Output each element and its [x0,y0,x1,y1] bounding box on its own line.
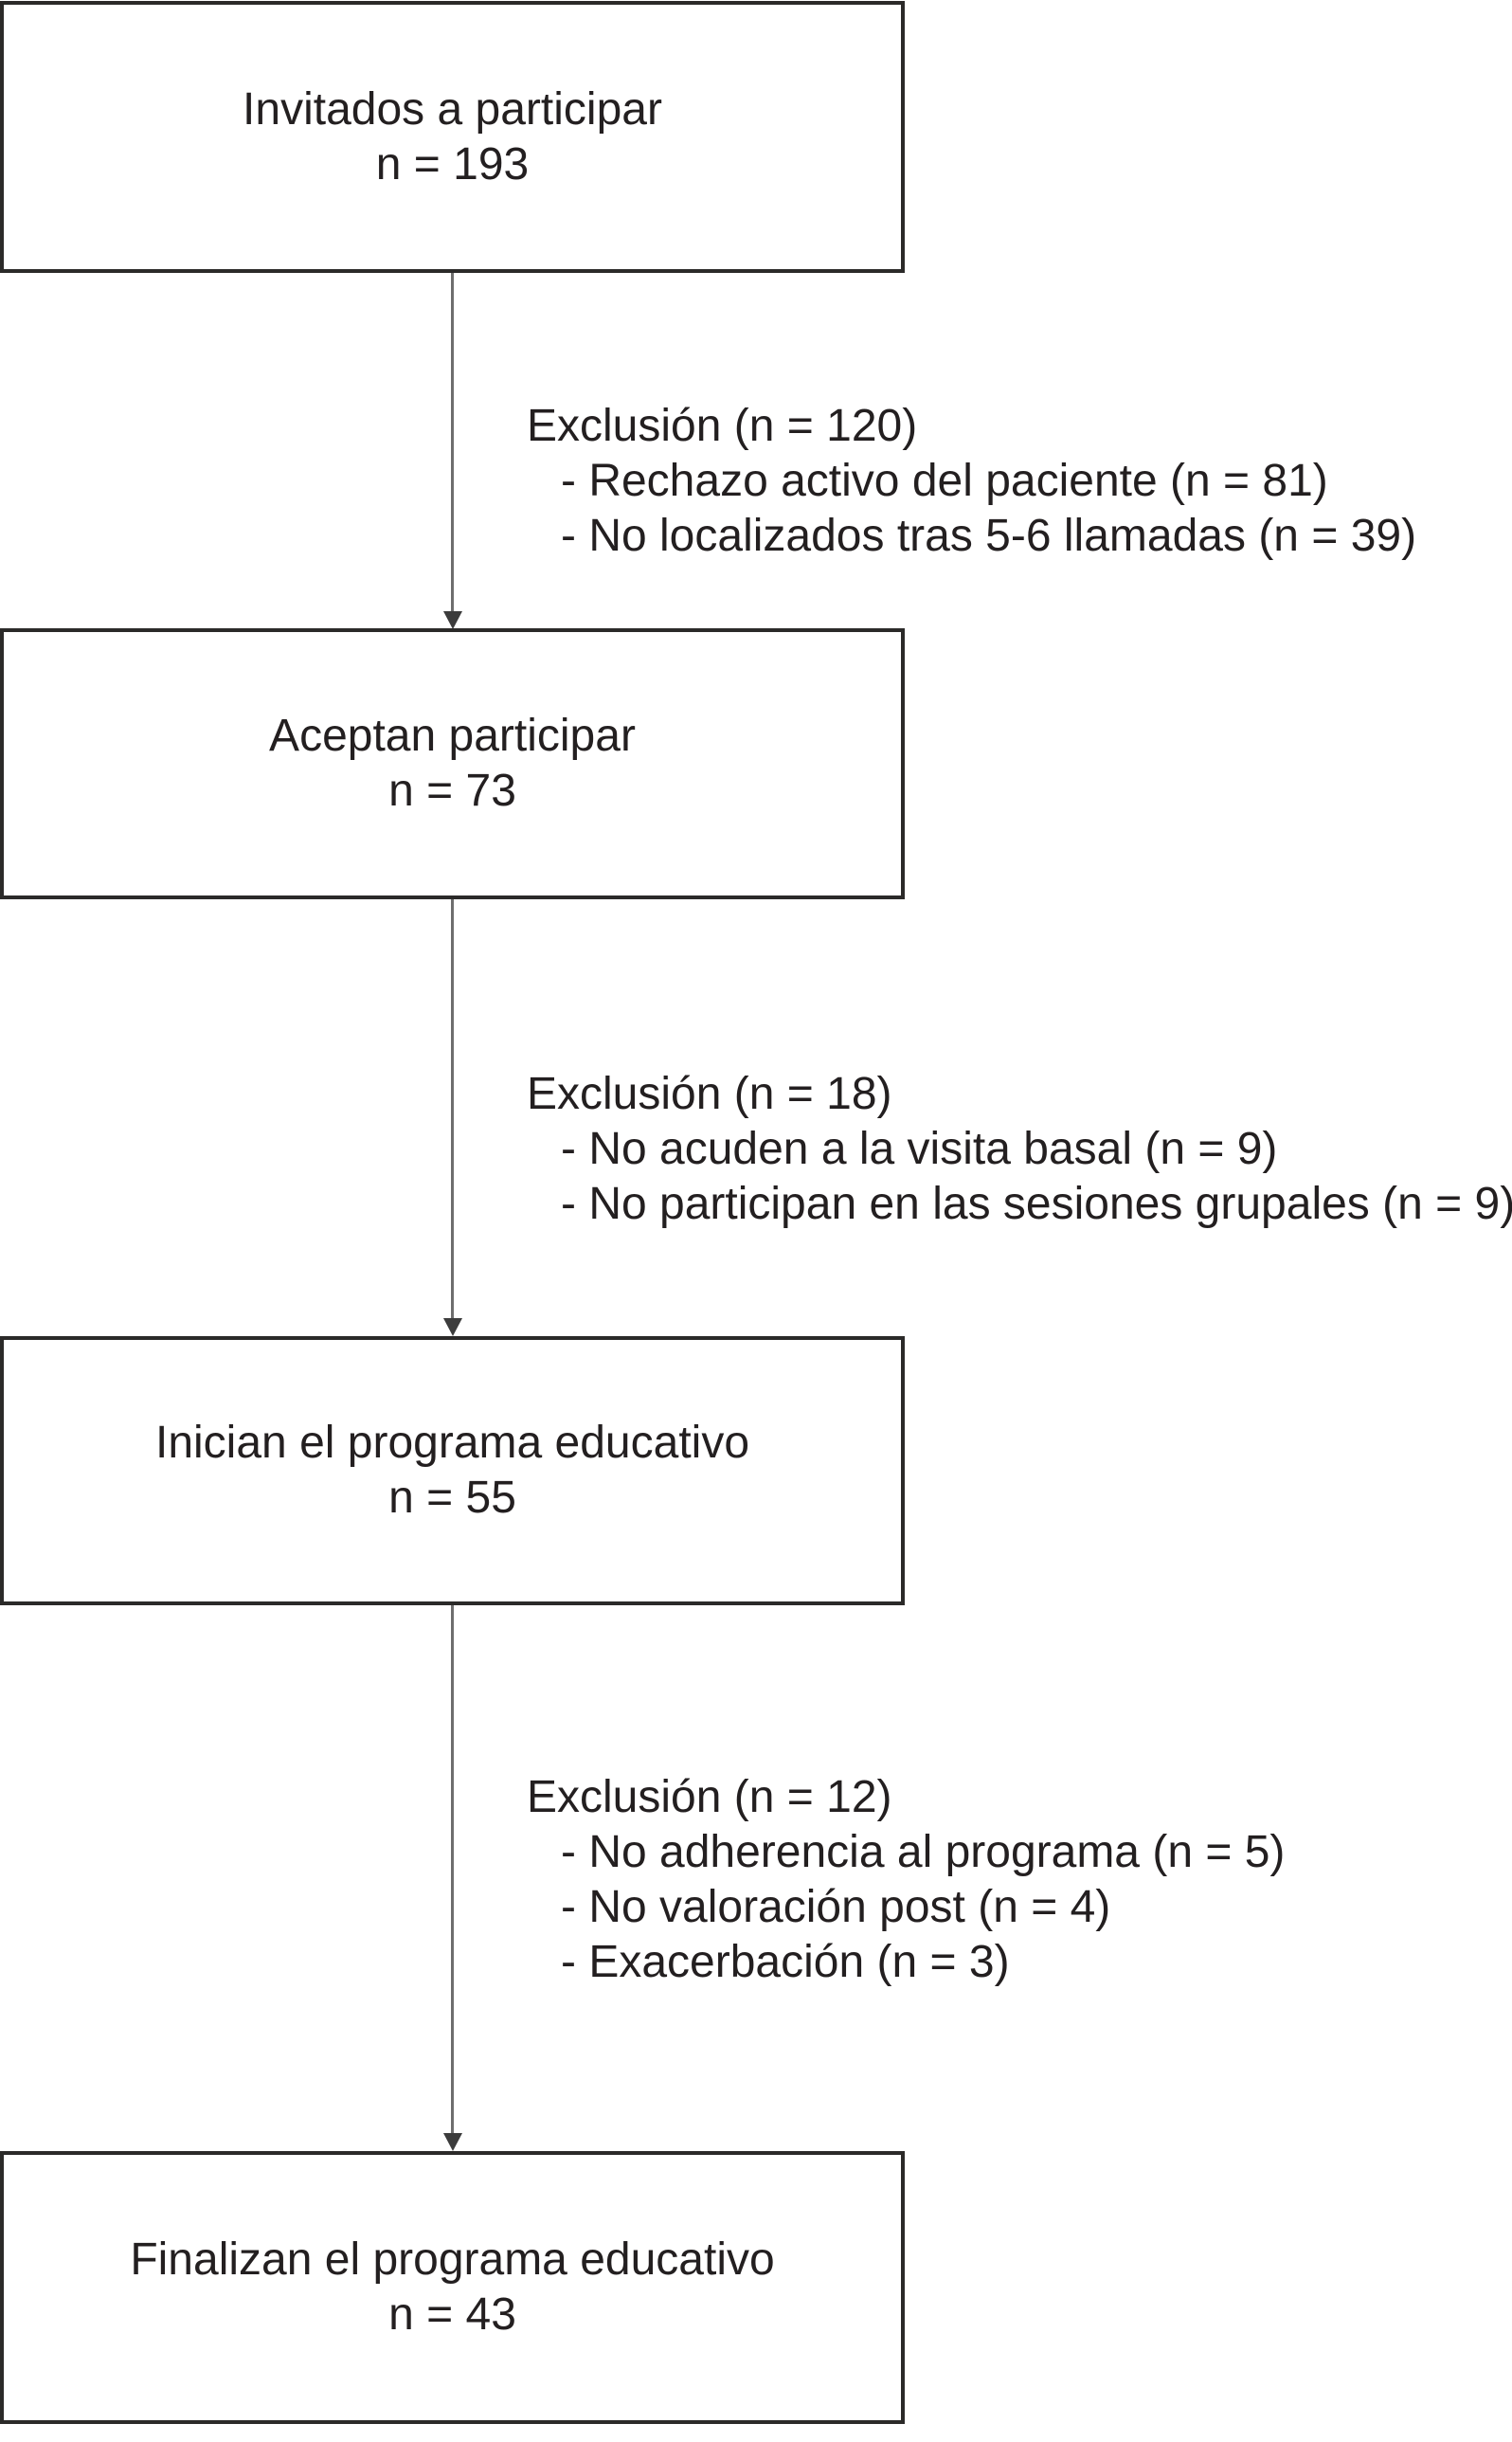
box-n-value: n = 55 [388,1473,516,1523]
flow-box-inician: Inician el programa educativo n = 55 [0,1336,905,1605]
arrow-down-icon [443,1318,462,1336]
box-n-value: n = 43 [388,2289,516,2340]
box-label: Aceptan participar [269,711,636,761]
exclusion-item: - No adherencia al programa (n = 5) [561,1827,1286,1877]
exclusion-item: - Rechazo activo del paciente (n = 81) [561,456,1328,506]
exclusion-block-3: Exclusión (n = 12) - No adherencia al pr… [527,1770,1285,1990]
flow-box-finalizan: Finalizan el programa educativo n = 43 [0,2151,905,2424]
exclusion-block-2: Exclusión (n = 18) - No acuden a la visi… [527,1067,1512,1232]
arrow-down-icon [443,2133,462,2151]
box-label: Invitados a participar [243,83,662,135]
flow-box-aceptan: Aceptan participar n = 73 [0,628,905,899]
box-label: Finalizan el programa educativo [130,2234,775,2285]
exclusion-title: Exclusión (n = 12) [527,1772,892,1822]
exclusion-item: - No valoración post (n = 4) [561,1882,1111,1932]
arrow-down-icon [443,611,462,629]
exclusion-item: - No acuden a la visita basal (n = 9) [561,1124,1278,1174]
exclusion-block-1: Exclusión (n = 120) - Rechazo activo del… [527,399,1416,564]
exclusion-item: - No participan en las sesiones grupales… [561,1179,1512,1229]
flow-box-invitados: Invitados a participar n = 193 [0,1,905,273]
exclusion-item: - Exacerbación (n = 3) [561,1937,1010,1987]
box-n-value: n = 73 [388,766,516,816]
exclusion-title: Exclusión (n = 18) [527,1069,892,1119]
box-label: Inician el programa educativo [154,1418,750,1468]
exclusion-item: - No localizados tras 5-6 llamadas (n = … [561,511,1417,561]
connector-line-1 [451,273,454,612]
connector-line-2 [451,899,454,1319]
box-n-value: n = 193 [375,138,530,190]
exclusion-title: Exclusión (n = 120) [527,401,918,451]
connector-line-3 [451,1605,454,2134]
